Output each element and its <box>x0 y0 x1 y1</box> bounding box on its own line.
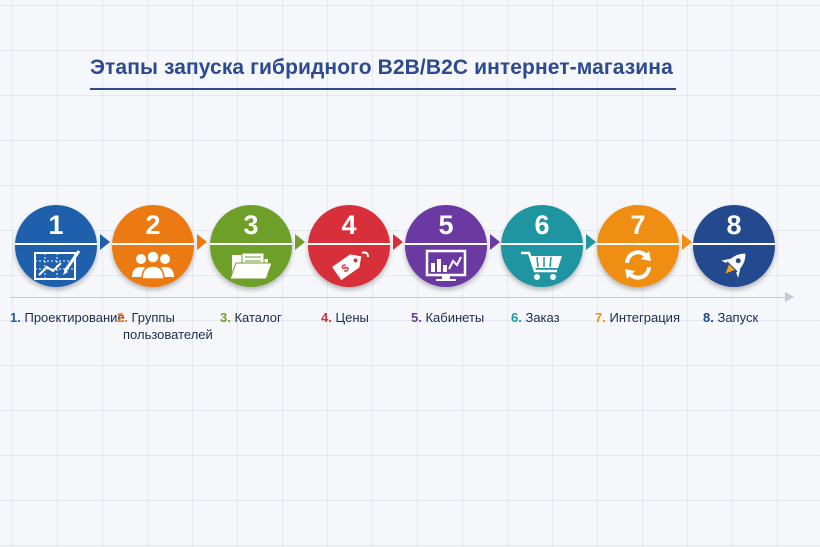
step-divider <box>112 243 194 245</box>
chevron-right-icon <box>295 234 305 250</box>
step-7-circle: 7 <box>597 205 679 287</box>
step-6-label: 6. Заказ <box>511 309 560 326</box>
title-underline <box>90 88 676 90</box>
step-8-label: 8. Запуск <box>703 309 758 326</box>
folder-icon <box>229 252 273 280</box>
step-number: 2 <box>145 210 161 240</box>
step-label-number: 5. <box>411 310 422 325</box>
chevron-right-icon <box>586 234 596 250</box>
step-divider <box>693 243 775 245</box>
step-divider <box>501 243 583 245</box>
page-title: Этапы запуска гибридного B2B/B2C интерне… <box>90 56 673 79</box>
chevron-right-icon <box>682 234 692 250</box>
step-divider <box>15 243 97 245</box>
step-divider <box>597 243 679 245</box>
step-label-number: 2. <box>117 310 128 325</box>
step-label-text: Интеграция <box>609 310 680 325</box>
rocket-icon <box>721 253 746 278</box>
step-label-text: Группы <box>131 310 175 325</box>
step-label-text: Кабинеты <box>425 310 485 325</box>
step-7-label: 7. Интеграция <box>595 309 680 326</box>
sync-icon <box>625 250 651 280</box>
step-number: 5 <box>438 210 454 240</box>
step-label-text-line2: пользователей <box>123 327 213 342</box>
step-number: 3 <box>243 210 259 240</box>
step-5-label: 5. Кабинеты <box>411 309 484 326</box>
step-3-label: 3. Каталог <box>220 309 282 326</box>
step-number: 7 <box>630 210 646 240</box>
timeline-axis <box>10 297 785 298</box>
step-label-number: 8. <box>703 310 714 325</box>
step-label-number: 4. <box>321 310 332 325</box>
chevron-right-icon <box>197 234 207 250</box>
step-divider <box>210 243 292 245</box>
step-label-text: Заказ <box>525 310 560 325</box>
step-label-number: 7. <box>595 310 606 325</box>
chevron-right-icon <box>393 234 403 250</box>
svg-text:$: $ <box>340 262 352 275</box>
step-label-number: 6. <box>511 310 522 325</box>
cart-icon <box>521 251 562 280</box>
step-4-label: 4. Цены <box>321 309 369 326</box>
step-1-label: 1. Проектирование <box>10 309 125 326</box>
step-number: 1 <box>48 210 64 240</box>
step-1-circle: 1 <box>15 205 97 287</box>
step-6-circle: 6 <box>501 205 583 287</box>
dashboard-icon <box>425 249 467 281</box>
users-icon <box>132 250 174 280</box>
step-3-circle: 3 <box>210 205 292 287</box>
step-2-label: 2. Группы пользователей <box>117 309 213 343</box>
step-label-number: 3. <box>220 310 231 325</box>
step-number: 6 <box>534 210 550 240</box>
step-label-text: Каталог <box>234 310 282 325</box>
step-5-circle: 5 <box>405 205 487 287</box>
step-divider <box>308 243 390 245</box>
step-4-circle: 4 $ <box>308 205 390 287</box>
blueprint-icon <box>34 250 81 280</box>
step-number: 4 <box>341 210 357 240</box>
step-label-text: Проектирование <box>24 310 125 325</box>
step-number: 8 <box>726 210 742 240</box>
step-2-circle: 2 <box>112 205 194 287</box>
timeline-arrow-icon <box>785 292 794 302</box>
price-tag-icon: $ <box>332 251 369 281</box>
step-label-number: 1. <box>10 310 21 325</box>
chevron-right-icon <box>100 234 110 250</box>
step-label-text: Запуск <box>717 310 759 325</box>
step-divider <box>405 243 487 245</box>
chevron-right-icon <box>490 234 500 250</box>
step-8-circle: 8 <box>693 205 775 287</box>
step-label-text: Цены <box>335 310 369 325</box>
